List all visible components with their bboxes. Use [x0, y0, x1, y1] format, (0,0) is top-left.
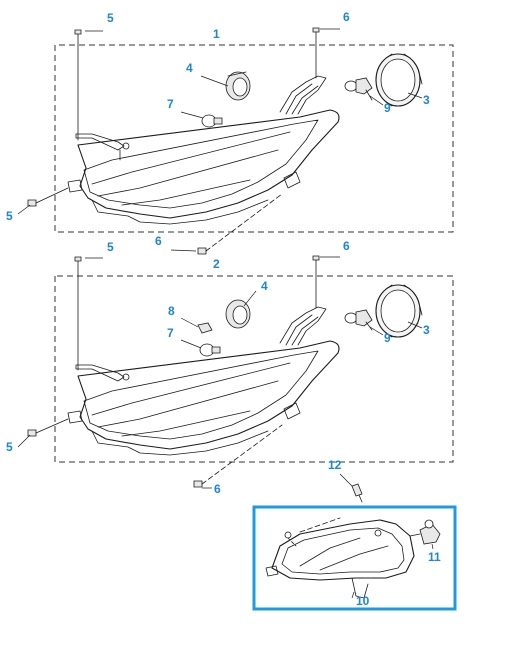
- cover-cap-icon: [375, 284, 423, 338]
- bulb-icon: [409, 519, 441, 545]
- leader-line: [243, 290, 257, 307]
- bulb-icon: [344, 309, 373, 331]
- clip-icon: [197, 322, 213, 334]
- leader-line: [351, 591, 355, 599]
- callout-9: 9: [384, 331, 391, 345]
- leader-line: [407, 321, 423, 329]
- leader-line: [369, 326, 384, 336]
- callout-5: 5: [107, 240, 114, 254]
- callout-2: 2: [213, 257, 220, 271]
- headlamp-assembly-lower: [27, 255, 454, 488]
- callout-3: 3: [423, 93, 430, 107]
- callout-8: 8: [168, 304, 175, 318]
- headlamp-assembly-upper: [27, 27, 454, 255]
- leader-line: [200, 75, 229, 87]
- leader-line: [339, 473, 353, 487]
- leader-line: [170, 249, 197, 252]
- callout-1: 1: [213, 27, 220, 41]
- leader-line: [431, 543, 434, 550]
- leader-line: [180, 111, 204, 119]
- leader-line: [369, 95, 384, 106]
- callout-4: 4: [261, 279, 268, 293]
- screw-icon: [193, 424, 283, 488]
- bulb-icon: [344, 77, 373, 101]
- cover-cap-icon: [225, 71, 251, 101]
- fog-lamp-icon: [265, 517, 415, 599]
- callout-11: 11: [428, 550, 441, 564]
- leader-line: [180, 339, 202, 349]
- fog-lamp-highlight-box: [252, 505, 457, 611]
- callout-4: 4: [186, 61, 193, 75]
- cover-cap-icon: [375, 53, 423, 107]
- headlamp-icon: [67, 306, 340, 456]
- screw-icon: [74, 29, 82, 141]
- callout-6: 6: [343, 239, 350, 253]
- callout-10: 10: [356, 594, 370, 608]
- leader-line: [17, 434, 31, 448]
- callout-7: 7: [167, 326, 174, 340]
- screw-icon: [351, 483, 363, 503]
- screw-icon: [27, 187, 69, 207]
- leader-line: [180, 317, 199, 328]
- bulb-icon: [199, 343, 221, 357]
- callout-6: 6: [155, 234, 162, 248]
- callout-12: 12: [328, 458, 342, 472]
- screw-icon: [312, 255, 320, 309]
- callout-5: 5: [107, 11, 114, 25]
- screw-icon: [197, 193, 283, 255]
- callout-3: 3: [423, 323, 430, 337]
- callout-5: 5: [6, 209, 13, 223]
- bulb-icon: [201, 114, 223, 128]
- cover-cap-icon: [225, 299, 251, 329]
- callout-7: 7: [167, 97, 174, 111]
- callout-5: 5: [6, 440, 13, 454]
- screw-icon: [74, 256, 82, 371]
- headlamp-icon: [67, 75, 340, 225]
- callout-6: 6: [343, 10, 350, 24]
- callout-9: 9: [384, 101, 391, 115]
- leader-line: [17, 204, 31, 215]
- callout-6: 6: [214, 482, 221, 496]
- screw-icon: [312, 27, 320, 79]
- leader-line: [407, 92, 423, 99]
- group-frame-upper: [54, 44, 454, 233]
- screw-icon: [27, 418, 69, 437]
- group-frame-lower: [54, 275, 454, 463]
